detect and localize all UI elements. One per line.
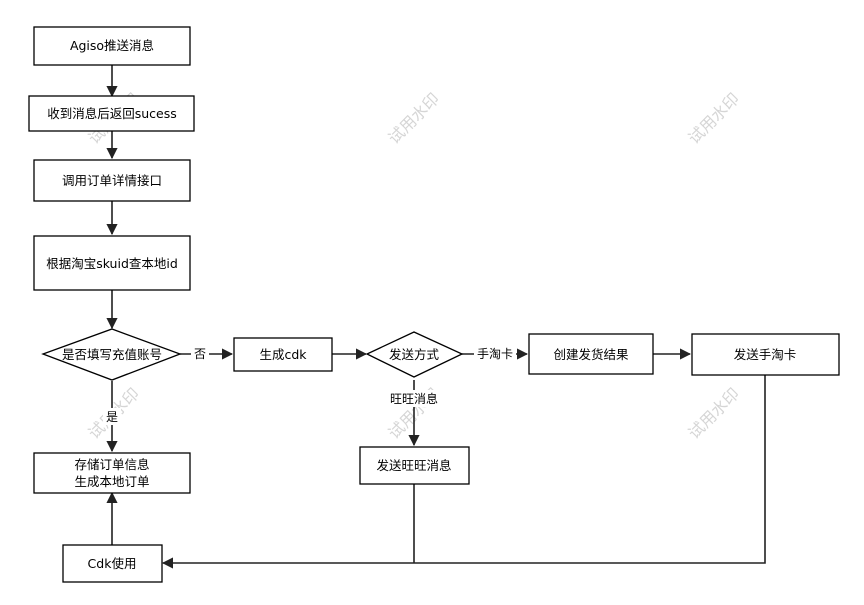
node-label: 调用订单详情接口	[62, 173, 162, 188]
node-create-delivery: 创建发货结果	[528, 333, 654, 375]
node-gen-cdk: 生成cdk	[233, 337, 333, 372]
node-label: 是否填写充值账号	[62, 347, 162, 362]
edge-label-bg	[191, 345, 209, 362]
edge-label-bg	[387, 390, 441, 407]
edge-label-no: 否	[194, 347, 206, 361]
node-send-method: 发送方式	[365, 331, 464, 378]
node-label: 创建发货结果	[553, 347, 629, 362]
edge-label-yes: 是	[106, 410, 118, 424]
node-label: 生成cdk	[259, 347, 307, 362]
node-label: 发送手淘卡	[734, 347, 797, 362]
node-call-order-api: 调用订单详情接口	[33, 159, 191, 202]
node-send-wangwang: 发送旺旺消息	[359, 446, 470, 485]
edge-label-bg	[474, 345, 516, 362]
node-check-recharge-account: 是否填写充值账号	[41, 328, 182, 381]
node-label: 发送旺旺消息	[376, 458, 451, 473]
node-label: Agiso推送消息	[70, 38, 154, 53]
node-label: 发送方式	[389, 347, 440, 362]
node-agiso-push: Agiso推送消息	[33, 26, 191, 66]
node-cdk-use: Cdk使用	[62, 544, 163, 583]
node-send-taobao-card: 发送手淘卡	[691, 333, 840, 376]
watermark: 试用水印	[684, 89, 743, 148]
edge-labels: 否 是 手淘卡 旺旺消息	[103, 345, 516, 425]
node-lookup-local-id: 根据淘宝skuid查本地id	[33, 235, 191, 291]
watermark: 试用水印	[384, 89, 443, 148]
edge-label-bg	[103, 408, 121, 425]
node-label-line1: 存储订单信息	[74, 457, 149, 472]
node-return-success: 收到消息后返回sucess	[28, 95, 195, 132]
node-label: Cdk使用	[88, 556, 137, 571]
node-store-order: 存储订单信息 生成本地订单	[33, 452, 191, 494]
edge-label-wangwang: 旺旺消息	[390, 391, 438, 406]
edges	[106, 65, 766, 569]
watermark: 试用水印	[684, 384, 743, 443]
edge-sendcard-to-cdkuse	[161, 375, 766, 569]
node-label: 收到消息后返回sucess	[47, 106, 177, 121]
node-label: 根据淘宝skuid查本地id	[46, 256, 178, 271]
edge-label-taobao-card: 手淘卡	[477, 347, 513, 361]
node-label-line2: 生成本地订单	[74, 474, 149, 489]
